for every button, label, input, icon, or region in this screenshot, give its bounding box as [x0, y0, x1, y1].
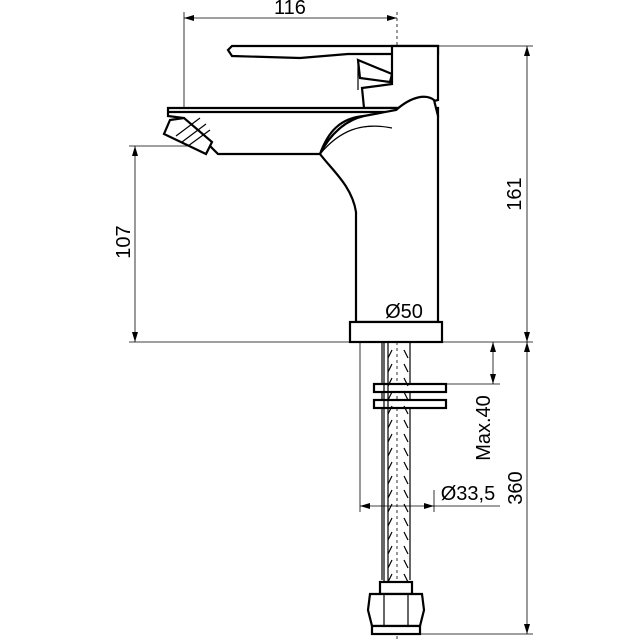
arrow-bottom-360: [524, 624, 530, 634]
label-116: 116: [274, 0, 306, 19]
arrow-top-max-40: [490, 342, 496, 352]
label-diameter-33-5: Ø33,5: [441, 483, 495, 505]
arrow-bottom-max-40: [490, 374, 496, 384]
washer-top: [372, 382, 448, 394]
aerator-ring-1: [175, 117, 201, 137]
faucet-body: [318, 95, 440, 324]
arrow-left-116: [184, 15, 194, 21]
hose-fitting: [366, 580, 426, 636]
body-curve: [319, 125, 393, 155]
dimension-107: 107: [113, 145, 190, 342]
spout-aerator: [162, 116, 214, 156]
arrow-left-33-5: [360, 503, 370, 509]
arrow-bottom-161: [524, 332, 530, 342]
arrow-right-116: [387, 15, 397, 21]
washer-bottom: [372, 398, 448, 410]
dimension-116: 116: [183, 0, 397, 108]
dimension-diameter-33-5: Ø33,5: [359, 342, 500, 512]
supply-hose: [383, 342, 409, 584]
dimension-161: 161: [438, 45, 533, 342]
aerator-ring-3: [187, 129, 211, 147]
faucet-base: Ø50: [348, 301, 444, 344]
fitting-end: [370, 624, 422, 636]
arrow-bottom-107: [132, 332, 138, 342]
hose-braid-left: [387, 349, 393, 583]
arrow-top-360: [524, 342, 530, 352]
base-flange: [348, 320, 444, 344]
hose-tube-left: [383, 342, 389, 584]
faucet-spout: [162, 106, 440, 156]
dimension-360: 360: [410, 342, 533, 635]
fitting-collar: [378, 580, 414, 596]
arrow-top-161: [524, 46, 530, 56]
hose-braid-right: [403, 349, 409, 583]
label-max-40: Max.40: [473, 395, 495, 461]
fitting-nut: [366, 592, 426, 628]
lever-tip: [356, 58, 394, 84]
arrow-right-33-5: [424, 503, 434, 509]
arrow-top-107: [132, 146, 138, 156]
mounting-rod: [381, 342, 411, 580]
mounting-washers: [372, 382, 448, 410]
label-107: 107: [113, 225, 135, 258]
dimension-max-40: Max.40: [446, 342, 500, 461]
body-column: [318, 95, 440, 324]
label-diameter-50: Ø50: [385, 301, 423, 323]
label-360: 360: [505, 471, 527, 504]
aerator-ring-2: [181, 123, 207, 143]
label-161: 161: [504, 177, 526, 210]
